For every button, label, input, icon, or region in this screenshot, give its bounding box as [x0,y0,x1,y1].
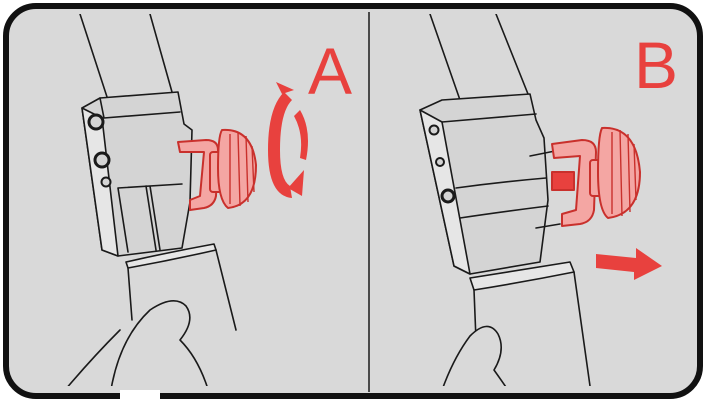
knob-b-bracket [551,139,597,227]
frame-notch [120,390,160,400]
bolt-b-middle [435,157,445,167]
knob-a-bracket [177,139,219,211]
knob-a-grip [229,131,255,207]
bolt-middle [93,151,111,169]
upper-tube-b [429,14,529,101]
bolt-top [87,113,105,131]
rotate-arrow-icon [268,82,308,198]
bolt-b-top [428,124,440,136]
hand [109,300,211,386]
panel-b-label: B [634,28,678,102]
panel-a-label: A [308,34,352,108]
panel-b [419,14,591,386]
bolt-lower [100,176,112,188]
pull-arrow-icon [596,248,662,280]
hand-b [439,325,513,386]
knob-a [177,128,257,211]
panel-a [59,14,237,386]
upper-tube [79,14,173,101]
knob-b [551,126,641,227]
knob-b-grip [611,129,637,217]
hand-finger-line [59,329,121,386]
clamp-band-b [441,113,549,219]
knob-b-pin [551,171,575,191]
lower-tube [127,249,237,331]
bolt-b-lower [440,188,456,204]
clamp-top-edge [99,97,181,119]
clamp-slit [117,183,183,253]
